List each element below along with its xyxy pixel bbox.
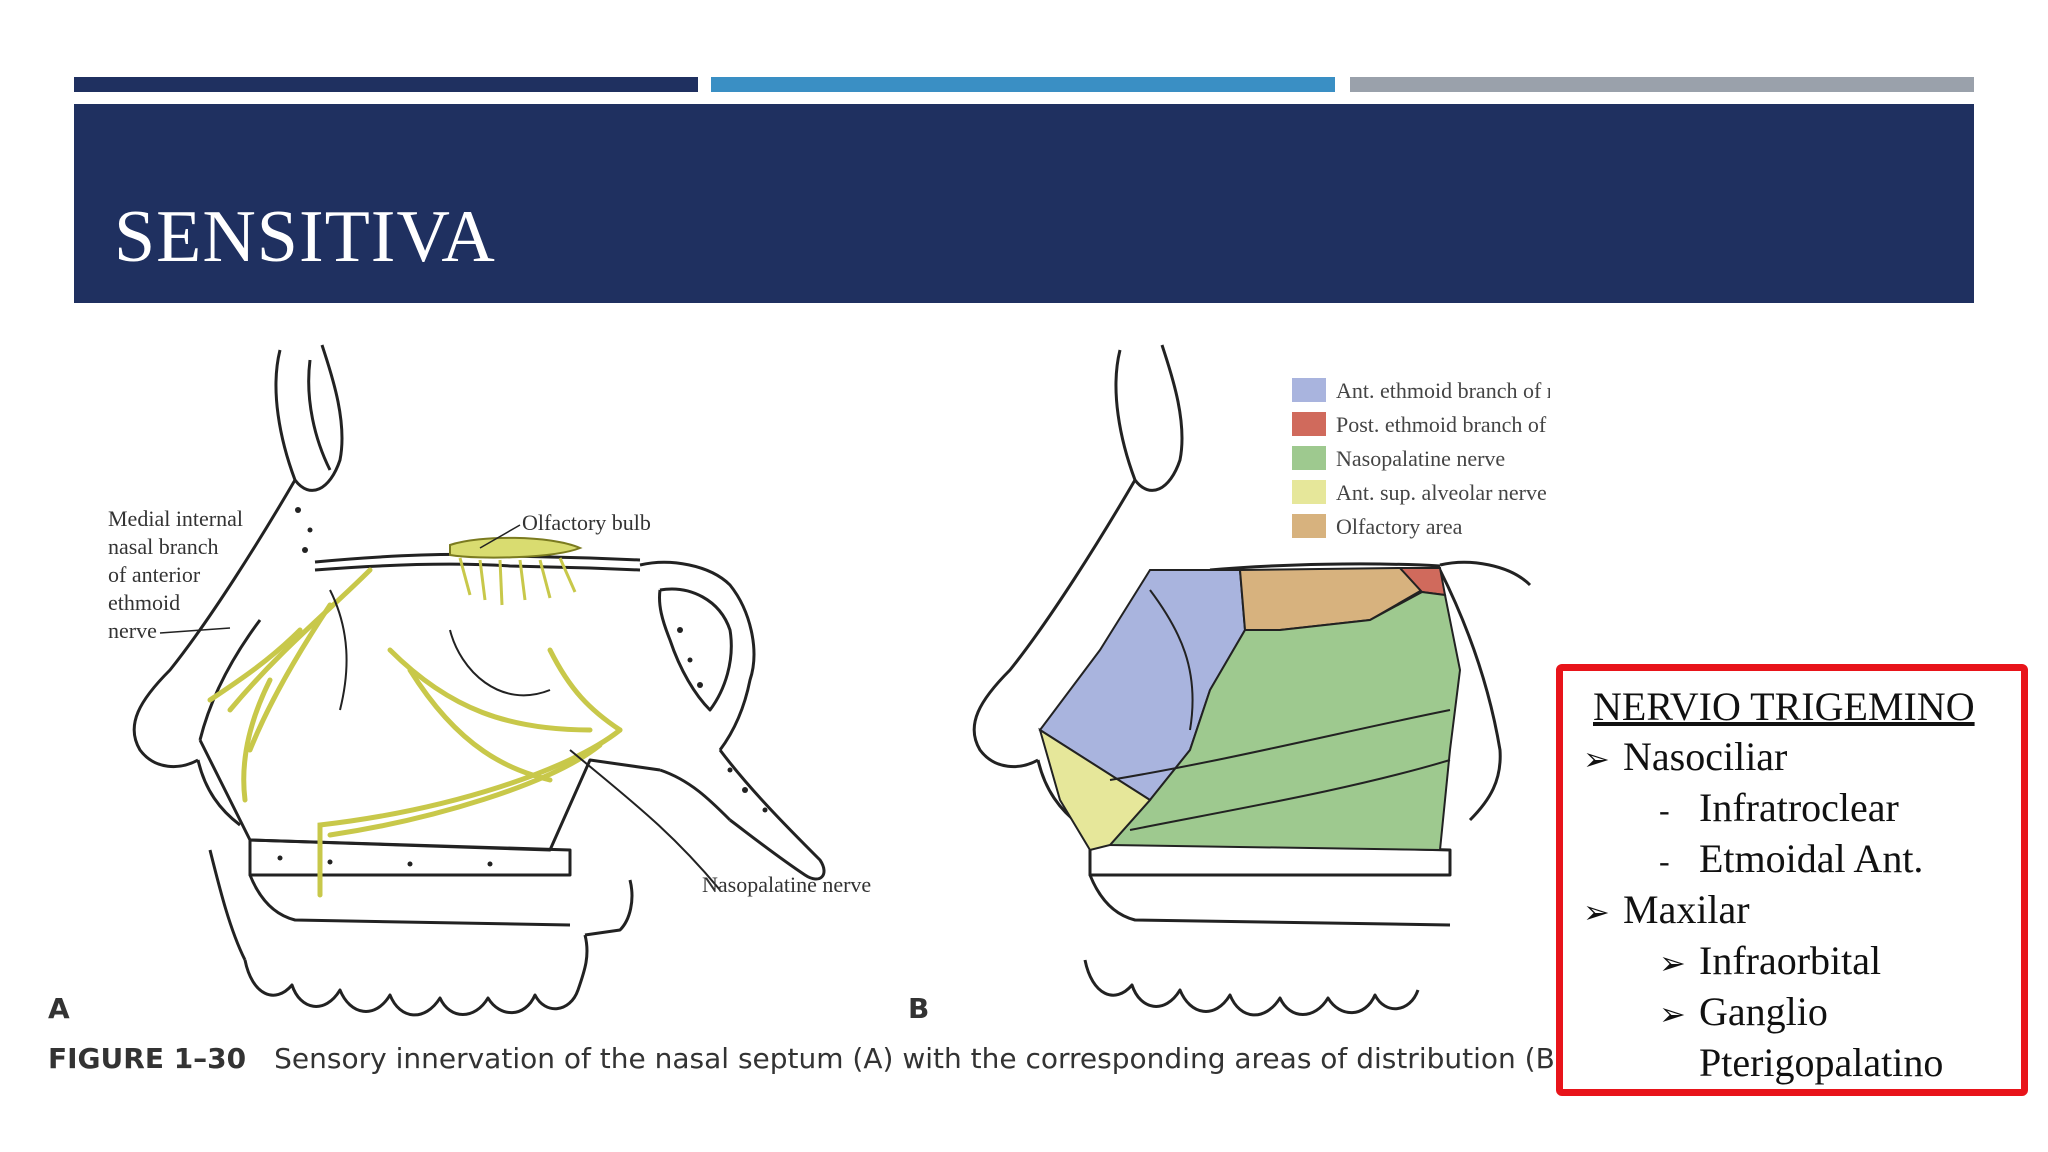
info-item-ganglio: ➢ Ganglio bbox=[1659, 989, 1828, 1034]
olfactory-fibers bbox=[458, 557, 577, 606]
title-banner: SENSITIVA bbox=[74, 104, 1974, 303]
legend-swatch-2 bbox=[1292, 412, 1326, 436]
arrow-bullet-icon: ➢ bbox=[1659, 996, 1686, 1032]
legend-label-3: Nasopalatine nerve bbox=[1336, 446, 1505, 471]
info-item-etmoidal: - Etmoidal Ant. bbox=[1659, 836, 1924, 881]
dash-bullet-icon: - bbox=[1659, 843, 1670, 879]
panel-b-regions bbox=[1038, 566, 1462, 852]
olfactory-bulb-shape bbox=[449, 536, 583, 559]
dash-bullet-icon: - bbox=[1659, 792, 1670, 828]
legend-swatch-3 bbox=[1292, 446, 1326, 470]
trigemino-info-box: NERVIO TRIGEMINO ➢ Nasociliar - Infratro… bbox=[1556, 664, 2028, 1096]
panel-a-letter: A bbox=[48, 992, 70, 1025]
figure-caption: FIGURE 1–30 Sensory innervation of the na… bbox=[48, 1042, 1575, 1075]
legend-label-1: Ant. ethmoid branch of nasociliary nerve bbox=[1336, 378, 1550, 403]
arrow-bullet-icon: ➢ bbox=[1583, 894, 1610, 930]
accent-bar-dark bbox=[74, 77, 698, 92]
panel-b-legend: Ant. ethmoid branch of nasociliary nerve… bbox=[1292, 378, 1550, 539]
accent-bar-gray bbox=[1350, 77, 1974, 92]
panel-a-labels: Medial internal nasal branch of anterior… bbox=[108, 506, 871, 897]
caption-text: Sensory innervation of the nasal septum … bbox=[274, 1042, 1575, 1075]
legend-swatch-5 bbox=[1292, 514, 1326, 538]
info-item-pterigopalatino: Pterigopalatino bbox=[1699, 1040, 1944, 1085]
label-medial-1: Medial internal bbox=[108, 506, 243, 531]
label-medial-5: nerve bbox=[108, 618, 157, 643]
panel-a-bone-stipple bbox=[277, 507, 768, 867]
region-ant-sup-alveolar bbox=[1038, 727, 1152, 852]
nasal-septum-figure: Medial internal nasal branch of anterior… bbox=[108, 344, 1550, 1017]
legend-swatch-1 bbox=[1292, 378, 1326, 402]
info-heading: NERVIO TRIGEMINO bbox=[1593, 684, 1975, 729]
arrow-bullet-icon: ➢ bbox=[1583, 741, 1610, 777]
label-medial-4: ethmoid bbox=[108, 590, 180, 615]
info-item-infratroclear: - Infratroclear bbox=[1659, 785, 1899, 830]
label-medial-3: of anterior bbox=[108, 562, 201, 587]
info-item-infraorbital: ➢ Infraorbital bbox=[1659, 938, 1882, 983]
panel-a-nerves bbox=[207, 567, 623, 898]
info-item-maxilar: ➢ Maxilar bbox=[1583, 887, 1750, 932]
arrow-bullet-icon: ➢ bbox=[1659, 945, 1686, 981]
label-medial-2: nasal branch bbox=[108, 534, 219, 559]
panel-a-illustration bbox=[132, 344, 826, 1017]
label-olfactory-bulb: Olfactory bulb bbox=[522, 510, 651, 535]
caption-number: FIGURE 1–30 bbox=[48, 1042, 247, 1075]
legend-label-5: Olfactory area bbox=[1336, 514, 1463, 539]
panel-a-vessels bbox=[329, 589, 721, 891]
region-nasopalatine bbox=[1107, 590, 1462, 852]
info-item-nasociliar: ➢ Nasociliar bbox=[1583, 734, 1788, 779]
legend-swatch-4 bbox=[1292, 480, 1326, 504]
panel-b-letter: B bbox=[908, 992, 930, 1025]
panel-b-vessels bbox=[1109, 589, 1451, 831]
slide-title: SENSITIVA bbox=[114, 196, 496, 278]
label-nasopalatine: Nasopalatine nerve bbox=[702, 872, 871, 897]
legend-label-4: Ant. sup. alveolar nerve bbox=[1336, 480, 1547, 505]
legend-label-2: Post. ethmoid branch of nasociliary nerv… bbox=[1336, 412, 1550, 437]
accent-bar-blue bbox=[711, 77, 1335, 92]
